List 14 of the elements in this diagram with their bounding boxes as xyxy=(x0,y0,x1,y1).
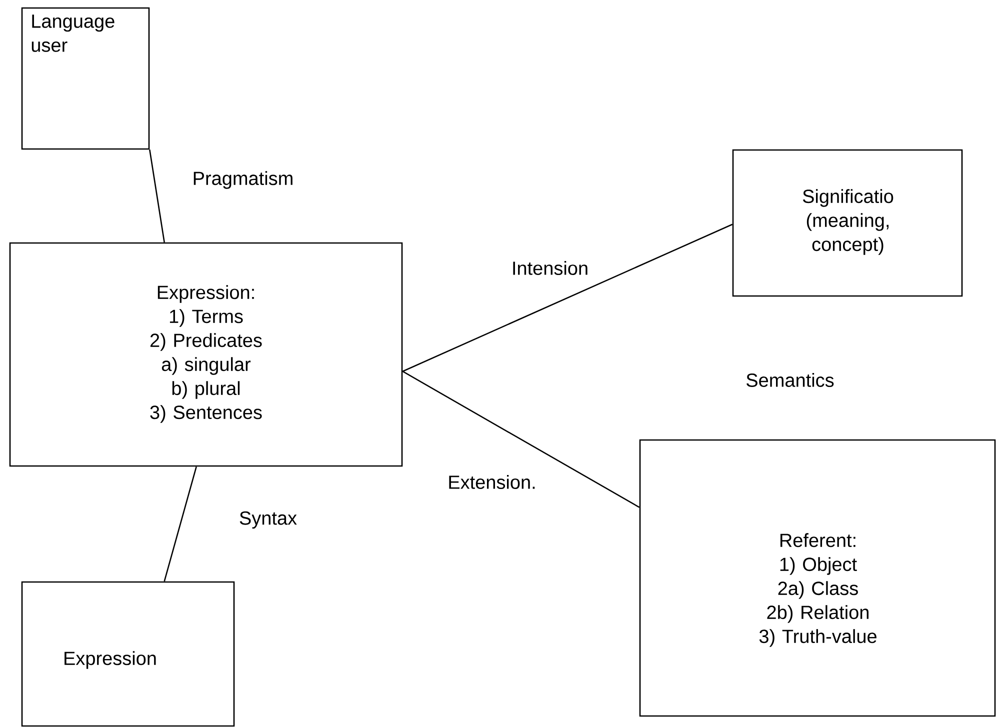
text-box: Referent: 1) Object 2a) Class 2b) Relation 3) Truth-value xyxy=(639,439,996,717)
area-label: Semantics xyxy=(746,373,834,387)
edge-label: Extension. xyxy=(446,473,538,491)
connector-line xyxy=(164,466,197,582)
connector-line xyxy=(402,370,640,508)
text-box: Expression: 1) Terms 2) Predicates a) singular b) plural 3) Sentences xyxy=(9,242,403,467)
text-box: Language user xyxy=(21,7,150,150)
edge-label: Syntax xyxy=(236,509,300,531)
connector-line xyxy=(402,224,733,372)
text-box: Expression xyxy=(21,581,235,727)
edge-label: Intension xyxy=(509,259,591,277)
edge-label: Pragmatism xyxy=(190,169,296,191)
text-box: Significatio (meaning, concept) xyxy=(732,149,963,297)
connector-line xyxy=(149,150,165,242)
